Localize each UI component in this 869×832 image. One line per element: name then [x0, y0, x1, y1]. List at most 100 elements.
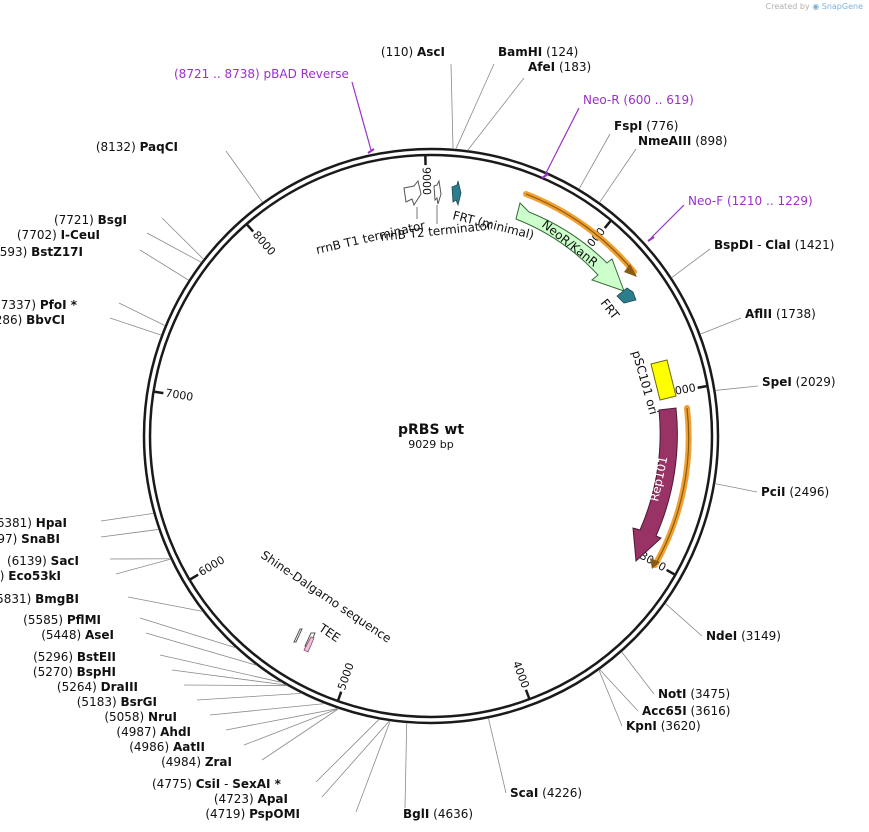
site-label: (110) AscI: [381, 45, 445, 59]
restriction-site[interactable]: (4987) AhdI: [116, 708, 339, 739]
restriction-site[interactable]: SpeI (2029): [715, 375, 836, 391]
site-label: ScaI (4226): [510, 786, 582, 800]
primer-binding-mark: [367, 148, 375, 154]
restriction-site[interactable]: NdeI (3149): [665, 603, 781, 643]
rrnb-t2-arrow: [433, 179, 442, 205]
site-name: BglI: [403, 807, 429, 821]
restriction-site[interactable]: (8132) PaqCI: [96, 140, 264, 203]
site-position: (5264): [57, 680, 101, 694]
restriction-site[interactable]: (5296) BstEII: [33, 650, 283, 683]
site-name: NotI: [658, 687, 687, 701]
restriction-site[interactable]: (6137) Eco53kI: [0, 558, 171, 583]
tick-label: 8000: [250, 228, 278, 258]
restriction-site[interactable]: (5585) PflMI: [23, 613, 236, 649]
restriction-site[interactable]: (7593) BstZ17I: [0, 245, 189, 281]
restriction-site[interactable]: (5270) BspHI: [33, 665, 287, 686]
tee-marker: [303, 636, 315, 653]
restriction-site[interactable]: (4986) AatII: [129, 708, 339, 754]
site-position: (7337): [0, 298, 40, 312]
tick-mark: [189, 573, 199, 581]
restriction-site[interactable]: ScaI (4226): [488, 718, 582, 800]
tick-mark: [524, 689, 531, 699]
tick-mark: [697, 384, 707, 389]
site-leader-line: [209, 703, 325, 716]
site-label: (6137) Eco53kI: [0, 569, 61, 583]
site-position: (7721): [54, 213, 98, 227]
site-label: (4723) ApaI: [214, 792, 288, 806]
tick-mark: [246, 223, 255, 233]
restriction-site[interactable]: (5058) NruI: [104, 703, 325, 724]
restriction-site[interactable]: (6297) SnaBI: [0, 529, 159, 546]
site-label: (4984) ZraI: [161, 755, 232, 769]
restriction-site[interactable]: (110) AscI: [381, 45, 454, 149]
site-label: BglI (4636): [403, 807, 473, 821]
site-position: (4226): [538, 786, 582, 800]
site-name: AflII: [745, 307, 772, 321]
restriction-site[interactable]: (7286) BbvCI: [0, 313, 162, 336]
restriction-site[interactable]: BamHI (124): [455, 45, 579, 150]
site-position: (3616): [687, 704, 731, 718]
site-leader-line: [225, 708, 339, 731]
site-position: (8132): [96, 140, 140, 154]
credit-prefix: Created by: [765, 2, 810, 11]
tick-label: 7000: [164, 387, 194, 404]
primer[interactable]: Neo-R (600 .. 619): [541, 93, 694, 179]
site-name: BsgI: [98, 213, 127, 227]
credit-brand: SnapGene: [821, 2, 863, 11]
site-position: (4775): [152, 777, 196, 791]
site-leader-line: [118, 302, 166, 326]
psc101-ori-box: [650, 359, 677, 401]
restriction-site[interactable]: AflII (1738): [700, 307, 816, 335]
primer[interactable]: Neo-F (1210 .. 1229): [647, 194, 813, 242]
site-label: (4775) CsiI - SexAI *: [152, 777, 282, 791]
site-position: (5270): [33, 665, 77, 679]
site-name: PflMI: [67, 613, 101, 627]
site-leader-line: [599, 669, 639, 712]
restriction-site[interactable]: KpnI (3620): [598, 669, 701, 733]
site-label: FspI (776): [614, 119, 679, 133]
restriction-site[interactable]: (7337) PfoI *: [0, 298, 166, 326]
tick-mark: [603, 220, 612, 229]
restriction-site[interactable]: (7721) BsgI: [54, 213, 204, 260]
site-label: (7702) I-CeuI: [17, 228, 100, 242]
site-label: PciI (2496): [761, 485, 829, 499]
site-position: (5183): [77, 695, 121, 709]
site-leader-line: [671, 248, 711, 279]
site-leader-line: [115, 558, 171, 575]
site-label: (4986) AatII: [129, 740, 205, 754]
site-label: BamHI (124): [498, 45, 578, 59]
restriction-site[interactable]: Acc65I (3616): [599, 669, 731, 718]
restriction-site[interactable]: NmeAIII (898): [599, 134, 727, 203]
restriction-site[interactable]: (7702) I-CeuI: [17, 228, 202, 263]
restriction-site[interactable]: AfeI (183): [467, 60, 592, 151]
site-label: SpeI (2029): [762, 375, 836, 389]
restriction-site[interactable]: (5831) BmgBI: [0, 592, 203, 612]
restriction-site[interactable]: (4984) ZraI: [161, 708, 339, 769]
restriction-site[interactable]: (4723) ApaI: [214, 720, 390, 806]
site-label: (5831) BmgBI: [0, 592, 79, 606]
restriction-site[interactable]: (5448) AseI: [41, 628, 257, 666]
primer-binding-mark: [541, 173, 549, 179]
site-leader-line: [621, 651, 655, 695]
restriction-site[interactable]: BspDI - ClaI (1421): [671, 238, 835, 279]
restriction-site[interactable]: NotI (3475): [621, 651, 731, 701]
site-name: PciI: [761, 485, 786, 499]
primer[interactable]: (8721 .. 8738) pBAD Reverse: [174, 67, 375, 154]
restriction-site[interactable]: (4719) PspOMI: [205, 720, 391, 821]
restriction-site[interactable]: BglI (4636): [403, 722, 473, 821]
restriction-site[interactable]: (4775) CsiI - SexAI *: [152, 718, 380, 791]
restriction-site[interactable]: FspI (776): [578, 119, 679, 190]
site-leader-line: [139, 617, 236, 649]
restriction-site[interactable]: (6381) HpaI: [0, 512, 154, 530]
restriction-site[interactable]: (6139) SacI: [7, 554, 171, 568]
restriction-site[interactable]: (5183) BsrGI: [77, 692, 302, 709]
primer-leader-line: [544, 107, 580, 176]
site-position: (6139): [7, 554, 51, 568]
site-leader-line: [355, 720, 391, 813]
site-name: PfoI *: [40, 298, 78, 312]
restriction-site[interactable]: PciI (2496): [714, 483, 829, 499]
restriction-site[interactable]: (5264) DraIII: [57, 680, 288, 694]
site-leader-line: [145, 632, 257, 666]
site-position: (776): [642, 119, 678, 133]
site-label: AflII (1738): [745, 307, 816, 321]
